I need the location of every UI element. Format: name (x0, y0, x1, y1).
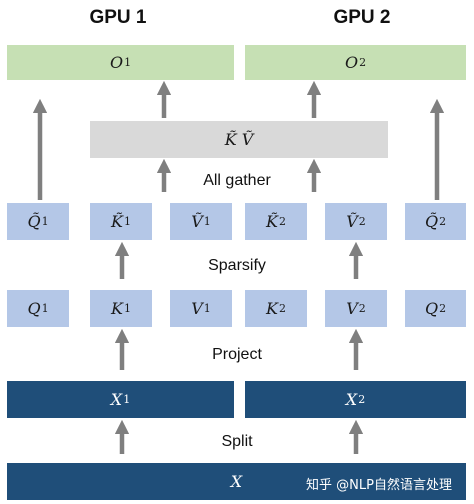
watermark: 知乎 @NLP自然语言处理 (306, 478, 452, 493)
split-x1-sub: 1 (123, 393, 131, 406)
sparse-v2-label: Ṽ (346, 212, 358, 231)
sparse-k2: K̃2 (245, 203, 307, 240)
output-o1-sub: 1 (124, 56, 132, 69)
sparse-q2-sub: 2 (439, 215, 447, 228)
sparse-q1-sub: 1 (41, 215, 49, 228)
sparse-k1-label: K̃ (111, 212, 123, 231)
sparse-q1-label: Q̃ (27, 212, 41, 231)
split-x2-sub: 2 (358, 393, 366, 406)
proj-v1-label: V (191, 299, 203, 318)
split-label: Split (221, 433, 253, 450)
proj-q1-sub: 1 (41, 302, 49, 315)
project-label: Project (212, 346, 262, 363)
all-gather-label: All gather (203, 172, 271, 189)
proj-k2-sub: 2 (278, 302, 286, 315)
gathered-kv-label: K̃ Ṽ (224, 130, 254, 149)
proj-k2-label: K (266, 299, 278, 318)
sparse-k2-label: K̃ (266, 212, 278, 231)
sparse-q1: Q̃1 (7, 203, 69, 240)
proj-v2-sub: 2 (358, 302, 366, 315)
sparse-v1-label: Ṽ (191, 212, 203, 231)
proj-k1-sub: 1 (123, 302, 131, 315)
sparse-k1: K̃1 (90, 203, 152, 240)
proj-v2-label: V (346, 299, 358, 318)
proj-q2-label: Q (424, 299, 439, 318)
gathered-kv-box: K̃ Ṽ (90, 121, 388, 158)
output-o1-label: O (109, 53, 124, 72)
proj-q1-label: Q (27, 299, 41, 318)
sparse-v2-sub: 2 (358, 215, 366, 228)
split-x2-label: X (345, 390, 358, 409)
gpu2-header: GPU 2 (333, 7, 391, 28)
input-x: X (7, 463, 466, 500)
output-o2-sub: 2 (359, 56, 367, 69)
sparse-v1-sub: 1 (203, 215, 211, 228)
proj-v1-sub: 1 (203, 302, 211, 315)
proj-q2-sub: 2 (439, 302, 447, 315)
sparse-q2-label: Q̃ (424, 212, 439, 231)
sparse-q2: Q̃2 (405, 203, 466, 240)
sparsify-label: Sparsify (208, 257, 266, 274)
sparse-k2-sub: 2 (278, 215, 286, 228)
sparse-k1-sub: 1 (123, 215, 131, 228)
proj-k1-label: K (111, 299, 123, 318)
output-o2-label: O (344, 53, 359, 72)
gpu1-header: GPU 1 (89, 7, 147, 28)
input-x-label: X (230, 472, 243, 491)
split-x1-label: X (110, 390, 123, 409)
